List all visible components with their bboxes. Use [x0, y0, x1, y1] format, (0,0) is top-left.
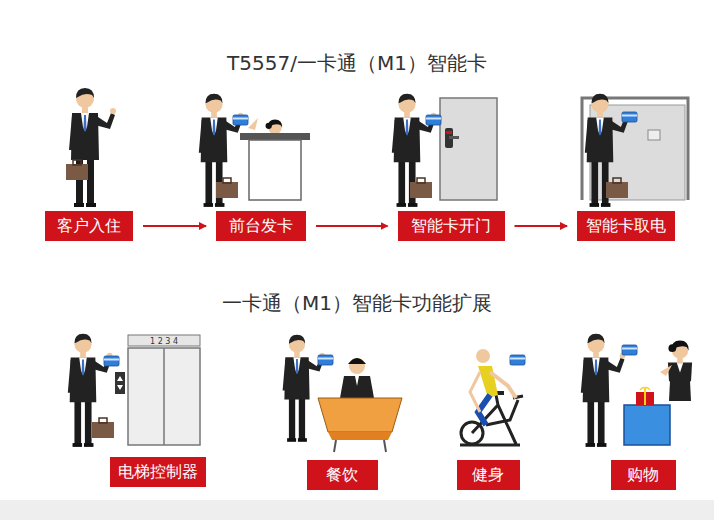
step-label: 前台发卡	[229, 216, 293, 237]
step-label: 电梯控制器	[118, 462, 198, 483]
flow-arrow	[143, 225, 206, 227]
step-label-box: 健身	[457, 460, 520, 490]
step-label: 购物	[627, 465, 659, 486]
step-label: 健身	[472, 465, 504, 486]
flow-arrow	[515, 225, 568, 227]
floor-display: 1 2 3 4	[150, 337, 178, 346]
step-label: 智能卡开门	[411, 216, 491, 237]
step-label-box: 前台发卡	[216, 211, 306, 241]
step-label-box: 智能卡开门	[398, 211, 505, 241]
step-label-box: 电梯控制器	[110, 457, 206, 487]
step-label-box: 餐饮	[307, 460, 378, 490]
flow-arrow	[316, 225, 388, 227]
step-label: 客户入住	[57, 216, 121, 237]
step-label-box: 智能卡取电	[577, 211, 675, 241]
diagram-title: T5557/一卡通（M1）智能卡	[227, 50, 487, 77]
step-label-box: 客户入住	[45, 211, 133, 241]
section-heading: 一卡通（M1）智能卡功能扩展	[222, 290, 492, 317]
step-label-box: 购物	[611, 460, 676, 490]
step-label: 智能卡取电	[586, 216, 666, 237]
step-label: 餐饮	[326, 465, 358, 486]
